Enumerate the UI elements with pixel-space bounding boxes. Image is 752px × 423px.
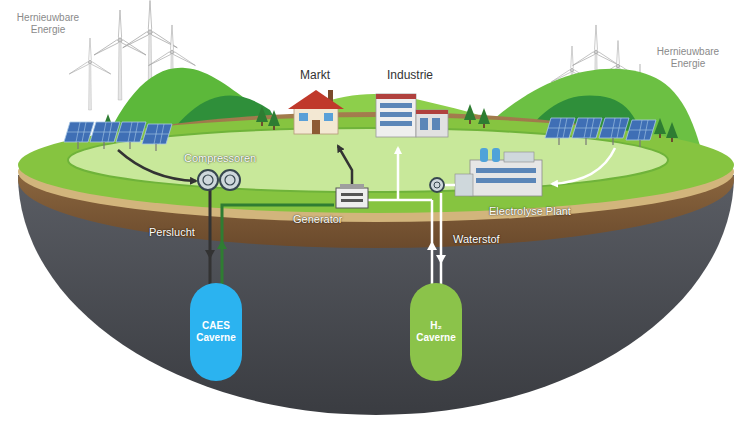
house-part bbox=[288, 90, 344, 109]
solar-panels-part bbox=[90, 122, 120, 149]
ground-layers bbox=[18, 112, 734, 415]
trees-part bbox=[464, 104, 476, 124]
generator bbox=[336, 184, 368, 208]
cavern-capsule: H₂ Caverne bbox=[410, 283, 462, 381]
electrolysis-plant-part bbox=[476, 178, 536, 183]
trees-part bbox=[256, 106, 268, 126]
house-part bbox=[312, 120, 320, 134]
flow-lines-part bbox=[445, 184, 455, 187]
flow-lines bbox=[118, 146, 615, 284]
flow-lines-part bbox=[209, 190, 212, 284]
factory-part bbox=[432, 118, 440, 130]
flow-lines-part bbox=[440, 193, 443, 284]
electrolysis-plant-part bbox=[476, 168, 536, 173]
factory-part bbox=[416, 110, 448, 114]
electrolysis-plant-part bbox=[504, 152, 534, 162]
pipe-label: Perslucht bbox=[149, 226, 195, 239]
compressors-part bbox=[225, 175, 235, 185]
generator-part bbox=[336, 188, 368, 208]
generator-part bbox=[340, 184, 364, 189]
component-label: Compressoren bbox=[184, 152, 256, 165]
solar-panels-part bbox=[116, 122, 146, 149]
trees-part bbox=[666, 122, 678, 142]
consumer-label: Markt bbox=[300, 68, 330, 82]
cavern-capsule: CAES Caverne bbox=[190, 283, 242, 381]
house-part bbox=[324, 113, 333, 121]
factory-part bbox=[376, 94, 416, 137]
flow-lines-part bbox=[427, 241, 437, 250]
flow-lines-part bbox=[436, 255, 446, 264]
generator-part bbox=[341, 199, 363, 202]
solar-panels bbox=[64, 118, 656, 151]
compressors bbox=[198, 170, 444, 192]
electrolysis-plant-part bbox=[470, 160, 542, 196]
electrolysis-plant-part bbox=[492, 148, 500, 162]
pipe-label: Waterstof bbox=[453, 233, 500, 246]
component-label: Electrolyse Plant bbox=[489, 205, 571, 218]
compressors-part bbox=[220, 170, 240, 190]
consumer-label: Industrie bbox=[387, 68, 433, 82]
factory-part bbox=[376, 94, 416, 99]
cavern-label: H₂ Caverne bbox=[414, 320, 458, 345]
flow-lines-part bbox=[338, 146, 352, 188]
factory-part bbox=[380, 103, 412, 108]
compressors-part bbox=[203, 175, 213, 185]
house-part bbox=[299, 113, 308, 121]
compressors-part bbox=[434, 182, 440, 188]
flow-lines-part bbox=[552, 148, 615, 184]
component-label: Generator bbox=[293, 213, 343, 226]
electrolysis-plant bbox=[455, 148, 542, 196]
cavern-label: CAES Caverne bbox=[194, 320, 238, 345]
solar-panels-part bbox=[599, 118, 629, 145]
flow-lines-part bbox=[217, 240, 227, 249]
factory-part bbox=[416, 110, 448, 137]
solar-panels-part bbox=[572, 118, 602, 145]
generator-part bbox=[341, 193, 363, 196]
source-label: Hernieuwbare Energie bbox=[13, 12, 83, 36]
solar-panels-part bbox=[626, 120, 656, 147]
trees-part bbox=[478, 108, 490, 128]
solar-panels-part bbox=[64, 122, 94, 149]
source-label: Hernieuwbare Energie bbox=[653, 46, 723, 70]
factory bbox=[376, 94, 448, 137]
factory-part bbox=[380, 121, 412, 126]
flow-lines-part bbox=[205, 250, 215, 259]
house-part bbox=[294, 108, 338, 134]
electrolysis-plant-part bbox=[455, 174, 473, 196]
house bbox=[288, 90, 344, 134]
factory-part bbox=[420, 118, 428, 130]
solar-panels-part bbox=[142, 124, 172, 151]
electrolysis-plant-part bbox=[480, 148, 488, 162]
trees-part bbox=[268, 110, 280, 130]
solar-panels-part bbox=[545, 118, 575, 145]
factory-part bbox=[380, 112, 412, 117]
flow-lines-part bbox=[397, 148, 400, 200]
compressors-part bbox=[198, 170, 218, 190]
turbines-left-part bbox=[93, 10, 147, 100]
compressors-part bbox=[430, 178, 444, 192]
flow-lines-part bbox=[368, 199, 432, 202]
